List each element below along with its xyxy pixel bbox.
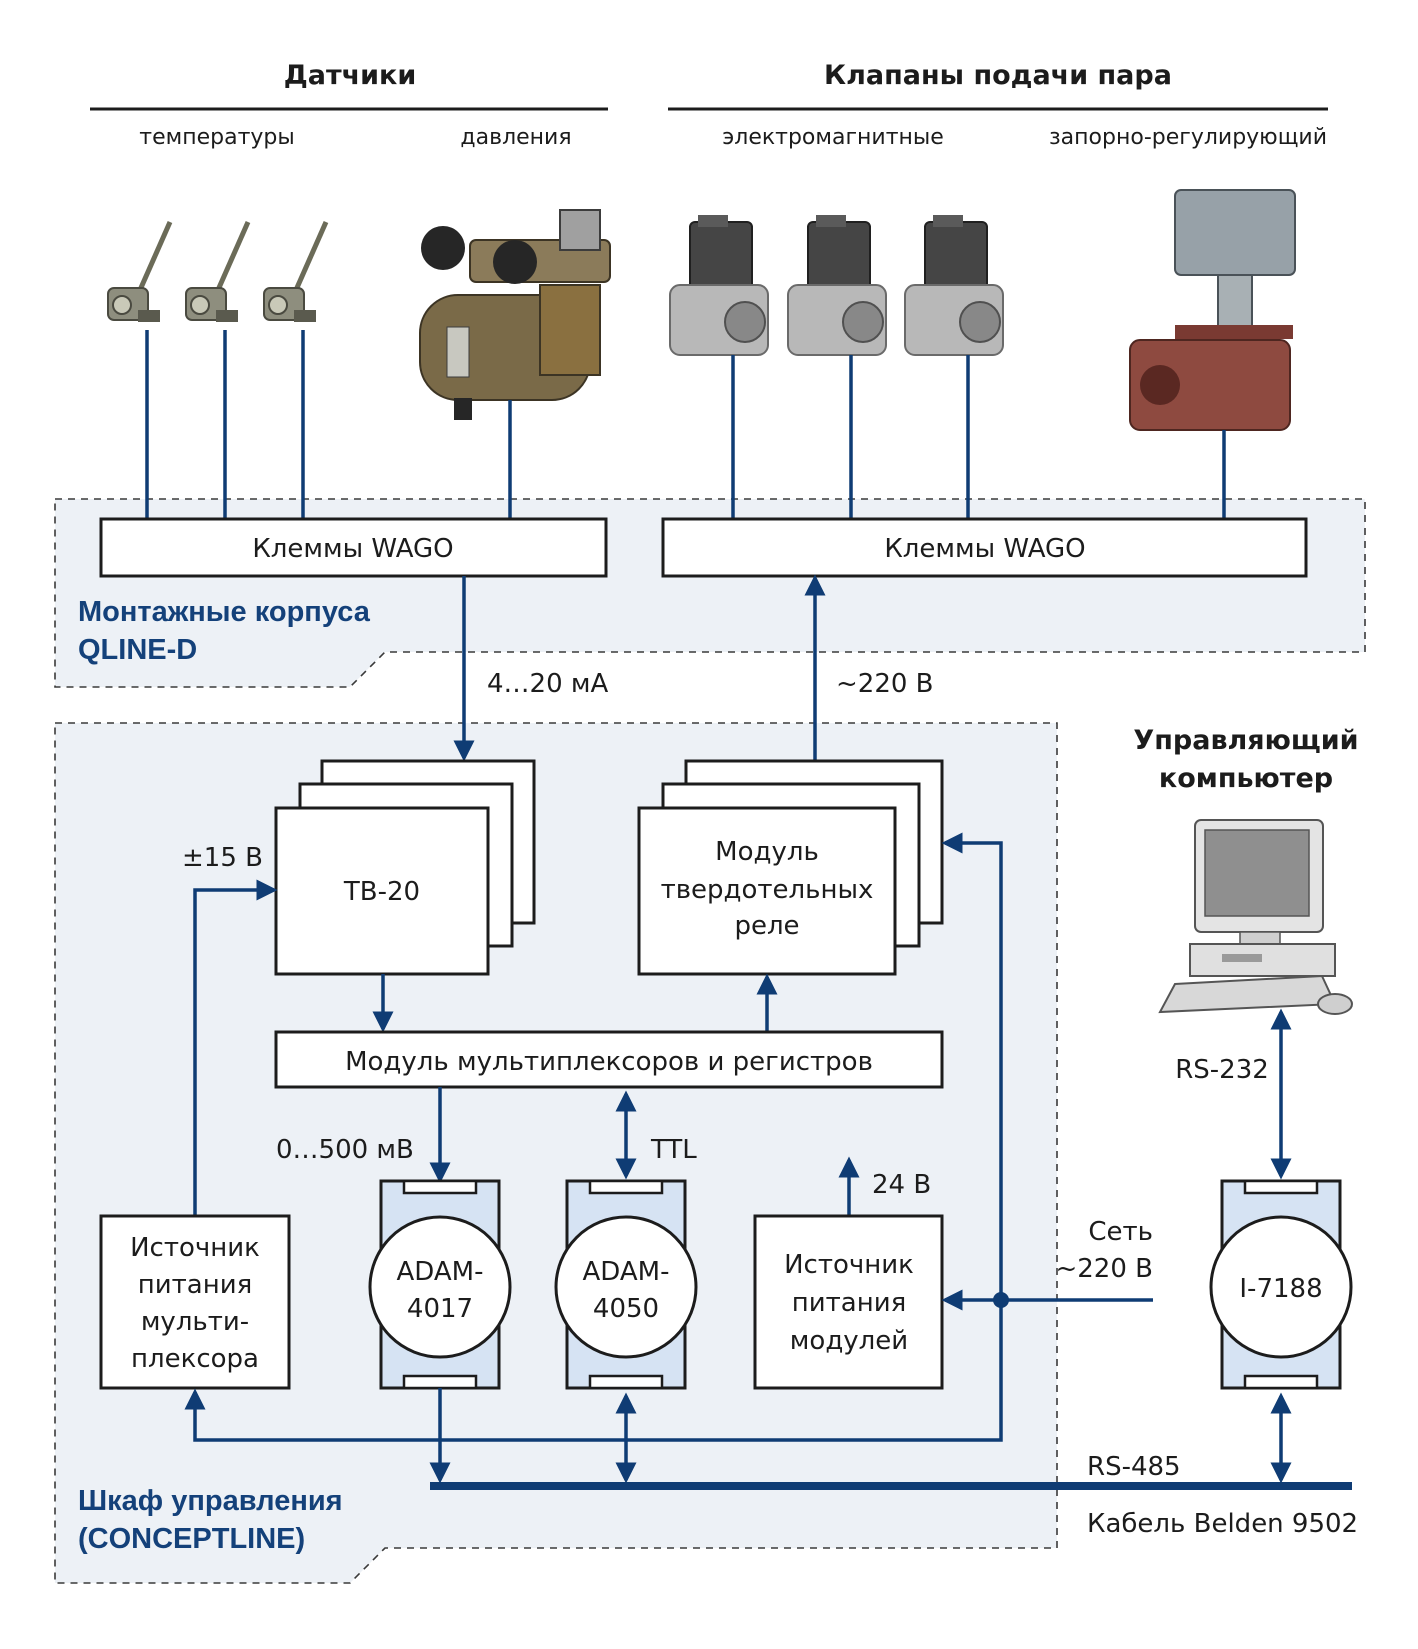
adam-4050-label-1: ADAM- (583, 1257, 670, 1287)
control-valve (1129, 189, 1296, 431)
label-pm15v: ±15 В (182, 843, 263, 873)
tb20-label: ТВ-20 (343, 877, 420, 907)
mux-psu-label-2: питания (138, 1270, 253, 1300)
wago-terminals-left-label: Клеммы WAGO (252, 534, 453, 564)
relay-label-2: твердотельных (661, 875, 874, 905)
module-psu-label-3: модулей (790, 1326, 908, 1356)
label-rs232: RS-232 (1175, 1055, 1269, 1085)
subheader-pressure: давления (460, 125, 571, 150)
subheader-temperature: температуры (139, 125, 294, 150)
relay-label-1: Модуль (715, 837, 819, 867)
computer-title-1: Управляющий (1133, 725, 1358, 756)
i7188-module (1209, 1179, 1353, 1390)
solenoid-valve-2 (787, 215, 887, 356)
mounting-zone-label-2: QLINE-D (78, 634, 197, 666)
computer-title-2: компьютер (1159, 763, 1333, 794)
module-power-supply (753, 1214, 944, 1390)
adam-4017-module (368, 1179, 512, 1390)
label-cable: Кабель Belden 9502 (1087, 1509, 1358, 1539)
wago-terminals-right-label: Клеммы WAGO (884, 534, 1085, 564)
adam-4050-module (554, 1179, 698, 1390)
label-rs485: RS-485 (1087, 1452, 1181, 1482)
pressure-sensor (419, 209, 611, 420)
label-mains-1: Сеть (1088, 1217, 1153, 1247)
label-4-20ma: 4…20 мА (487, 669, 609, 699)
relay-label-3: реле (734, 911, 799, 941)
solenoid-valve-1 (669, 215, 769, 356)
cabinet-zone-label-1: Шкаф управления (78, 1485, 343, 1517)
cabinet-zone-label-2: (CONCEPTLINE) (78, 1523, 305, 1555)
adam-4050-label-2: 4050 (593, 1294, 659, 1324)
wire-mains-to-relay (941, 832, 1003, 1300)
header-sensors: Датчики (284, 60, 417, 91)
wago-terminals-right (661, 517, 1308, 578)
temperature-sensor-3 (263, 220, 329, 322)
i7188-label: I-7188 (1239, 1274, 1322, 1304)
mux-psu-label-1: Источник (130, 1233, 260, 1263)
relay-module-block (637, 806, 897, 976)
label-0-500mv: 0…500 мВ (276, 1135, 414, 1165)
module-psu-label-2: питания (792, 1288, 907, 1318)
adam-4017-label-2: 4017 (407, 1294, 473, 1324)
label-220v-out: ~220 В (836, 669, 934, 699)
solenoid-valve-3 (904, 215, 1004, 356)
mux-psu-label-4: плексора (131, 1344, 259, 1374)
mux-register-module (274, 1030, 944, 1089)
subheader-control-valve: запорно-регулирующий (1049, 125, 1327, 150)
label-24v: 24 В (872, 1170, 931, 1200)
module-psu-label-1: Источник (784, 1250, 914, 1280)
header-valves: Клапаны подачи пара (824, 60, 1172, 91)
label-ttl: TTL (650, 1135, 697, 1165)
computer-icon (1158, 819, 1353, 1015)
subheader-solenoid: электромагнитные (722, 125, 944, 150)
mounting-zone-label-1: Монтажные корпуса (78, 596, 371, 628)
label-mains-2: ~220 В (1055, 1254, 1153, 1284)
wago-terminals-left (99, 517, 608, 578)
adam-4017-label-1: ADAM- (397, 1257, 484, 1287)
temperature-sensor-2 (185, 220, 251, 322)
mux-power-supply (99, 1214, 291, 1390)
mux-register-label: Модуль мультиплексоров и регистров (345, 1047, 873, 1077)
wire-pm15v (193, 879, 278, 1216)
mux-psu-label-3: мульти- (141, 1307, 249, 1337)
wire-mains-to-mux-psu (184, 1300, 1003, 1442)
temperature-sensor-1 (107, 220, 173, 322)
